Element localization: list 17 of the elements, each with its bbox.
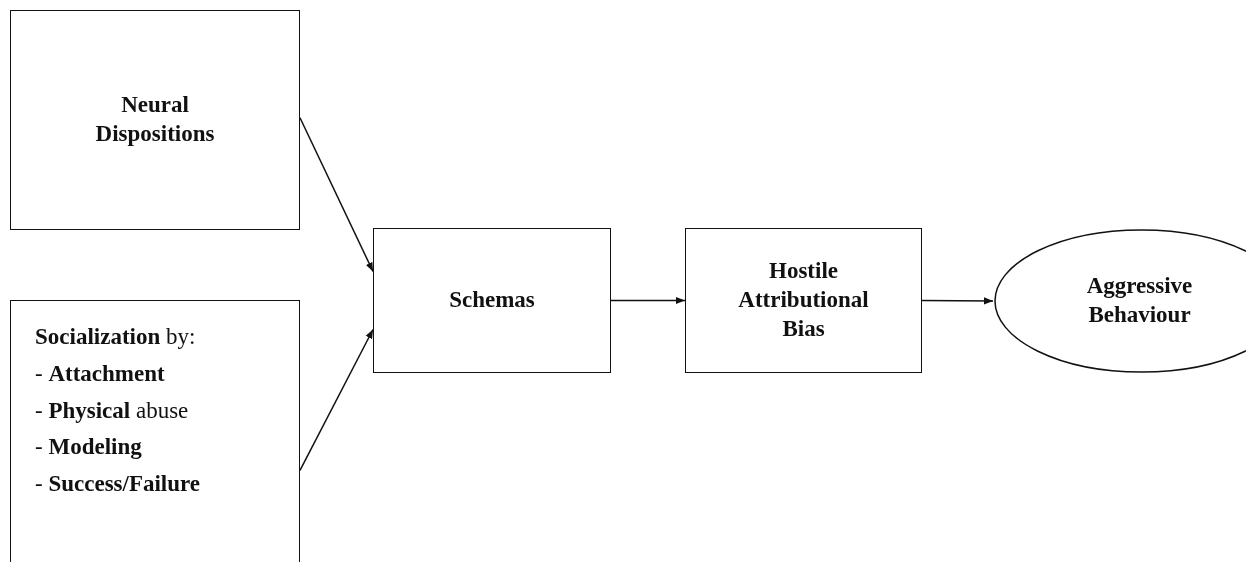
arrow xyxy=(610,296,686,305)
list-heading: Socialization by: xyxy=(35,323,196,351)
arrow xyxy=(921,297,994,305)
node-label: Neural Dispositions xyxy=(94,91,216,148)
node-label: Hostile Attributional Bias xyxy=(737,257,870,343)
list-item: - Success/Failure xyxy=(35,470,201,499)
arrow xyxy=(299,328,374,472)
list-item: - Attachment xyxy=(35,359,165,388)
arrow xyxy=(299,117,374,273)
process-box xyxy=(10,10,300,230)
node-label: Aggressive Behaviour xyxy=(1085,272,1194,329)
process-box xyxy=(685,228,922,373)
process-box xyxy=(10,300,300,562)
list-item: - Physical abuse xyxy=(35,396,189,425)
list-item: - Modeling xyxy=(35,433,142,462)
node-label: Schemas xyxy=(449,286,535,315)
process-box xyxy=(373,228,611,373)
